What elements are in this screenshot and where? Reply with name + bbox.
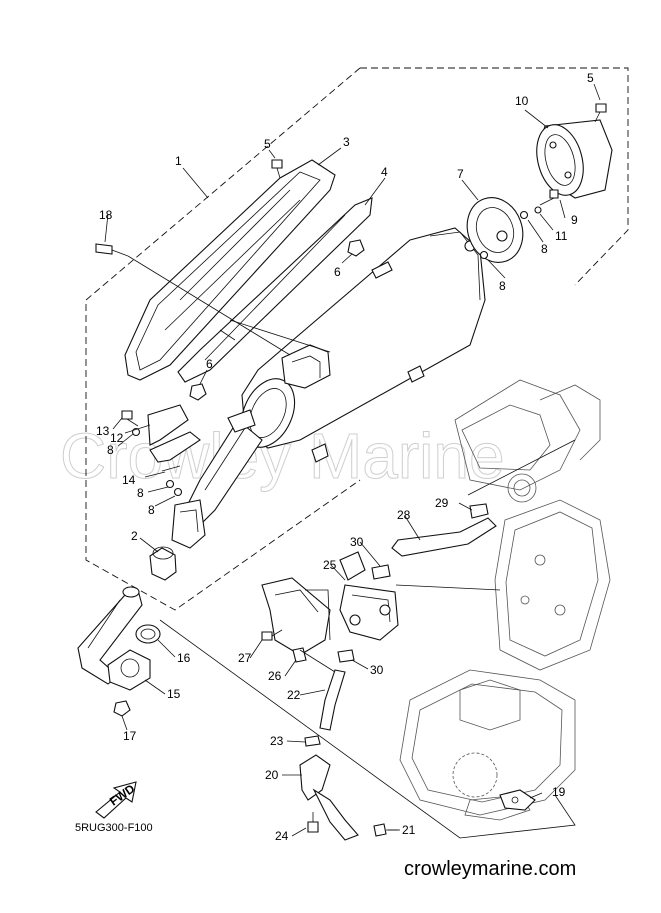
callout-6a: 6 — [334, 265, 341, 279]
callout-11: 11 — [555, 229, 568, 243]
callout-16: 16 — [177, 651, 191, 665]
callout-28: 28 — [397, 508, 411, 522]
exhaust-pipe — [171, 409, 263, 549]
muffler-protector-cap — [536, 119, 613, 199]
callout-18: 18 — [99, 208, 113, 222]
joint-sleeve — [149, 546, 177, 581]
callout-10: 10 — [515, 94, 529, 108]
callout-30b: 30 — [370, 663, 384, 677]
callout-5b: 5 — [587, 71, 594, 85]
heat-shield-outer — [124, 159, 336, 381]
air-hose-28 — [391, 517, 497, 557]
callout-25: 25 — [323, 558, 337, 572]
callout-23: 23 — [270, 734, 284, 748]
callout-15: 15 — [167, 687, 181, 701]
muffler-body — [240, 227, 486, 463]
callout-3: 3 — [343, 135, 350, 149]
callout-26: 26 — [268, 669, 282, 683]
callout-20: 20 — [265, 768, 279, 782]
callout-29: 29 — [435, 496, 449, 510]
valve-bracket — [261, 577, 331, 663]
hardware — [95, 103, 607, 837]
callout-8d: 8 — [137, 486, 144, 500]
callout-27: 27 — [238, 651, 252, 665]
callout-24: 24 — [275, 829, 289, 843]
callout-7: 7 — [457, 167, 464, 181]
callout-6b: 6 — [206, 357, 213, 371]
callout-22: 22 — [287, 688, 301, 702]
nut-17 — [113, 700, 131, 717]
callout-1: 1 — [175, 154, 182, 168]
callout-8c: 8 — [107, 443, 114, 457]
reed-valve-assembly — [339, 551, 399, 641]
callout-8e: 8 — [148, 503, 155, 517]
callout-30a: 30 — [350, 535, 364, 549]
engine-outline — [399, 379, 611, 821]
callout-5a: 5 — [264, 137, 271, 151]
callout-9: 9 — [571, 213, 578, 227]
callout-12: 12 — [110, 431, 124, 445]
exhaust-gasket — [135, 624, 161, 644]
callout-8b: 8 — [499, 279, 506, 293]
gasket-19 — [499, 789, 536, 811]
fwd-arrow-icon: FWD — [95, 781, 138, 819]
air-hose-22 — [319, 669, 346, 731]
callout-14: 14 — [122, 473, 136, 487]
callout-numbers: 1 2 3 4 5 5 6 6 7 8 8 8 8 8 9 10 11 12 1… — [96, 71, 594, 843]
callout-2: 2 — [131, 529, 138, 543]
callout-4: 4 — [381, 165, 388, 179]
website-text[interactable]: crowleymarine.com — [404, 858, 577, 880]
callout-8a: 8 — [541, 242, 548, 256]
end-cap-plate — [466, 197, 524, 263]
callout-17: 17 — [123, 729, 137, 743]
callout-19: 19 — [552, 785, 566, 799]
callout-13: 13 — [96, 424, 110, 438]
leader-lines — [104, 83, 601, 839]
muffler-assembly-boundary — [85, 67, 629, 611]
front-exhaust-pipe — [77, 586, 151, 691]
gasket-upper — [147, 404, 201, 463]
diagram-code: 5RUG300-F100 — [75, 822, 153, 834]
air-pipe-20 — [299, 754, 359, 841]
heat-shield-inner — [177, 197, 373, 383]
callout-21: 21 — [402, 823, 416, 837]
